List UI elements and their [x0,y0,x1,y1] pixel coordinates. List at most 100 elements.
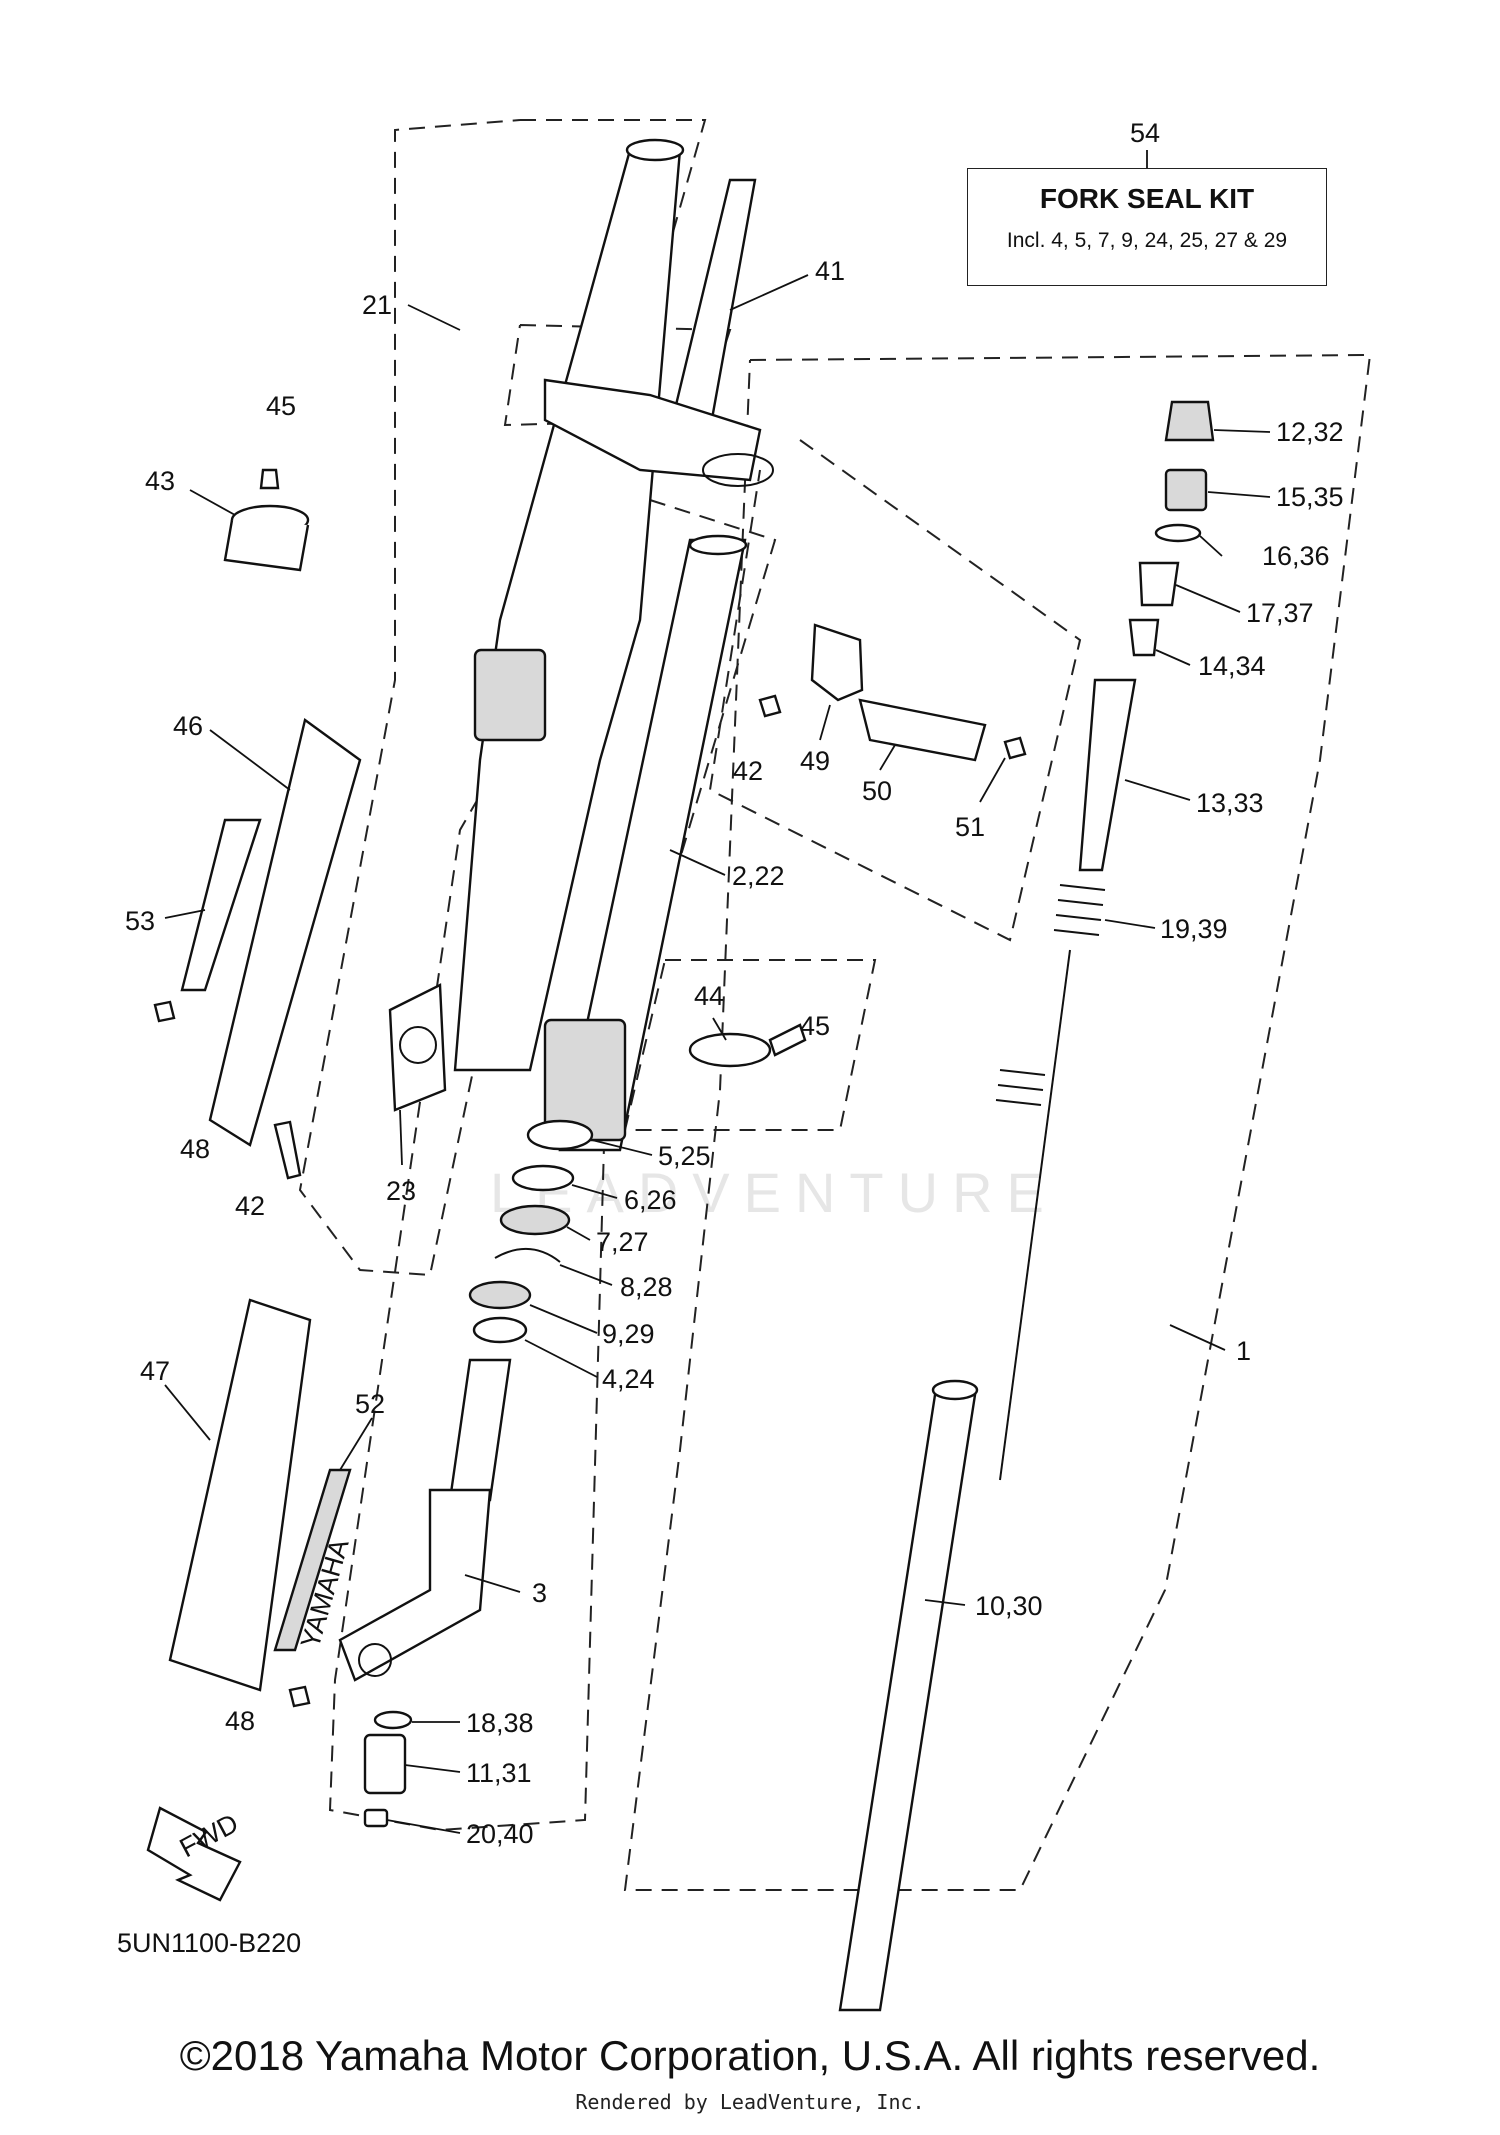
damper-rod [999,949,1071,1481]
leader-53 [164,909,206,919]
decal-52 [273,1468,352,1652]
leader-4 [524,1339,598,1378]
leader-52 [339,1417,373,1471]
label-21: 21 [362,290,392,320]
leader-19 [1104,919,1156,929]
leader-2 [669,849,726,876]
fork-guard-lower [168,1298,312,1692]
label-13-33: 13,33 [1196,788,1264,818]
bolt-51 [1003,736,1027,760]
clamp-43-tab [223,519,310,572]
label-52: 52 [355,1389,385,1419]
leader-47 [164,1384,211,1441]
slide-bushing [526,1119,594,1151]
label-20-40: 20,40 [466,1819,534,1849]
label-5-25: 5,25 [658,1141,711,1171]
washer-16 [1154,523,1202,543]
clamp-bore [702,453,774,487]
leader-1 [1169,1324,1226,1351]
label-12-32: 12,32 [1276,417,1344,447]
kit-title: FORK SEAL KIT [1039,183,1255,214]
clamp-44 [688,1032,772,1068]
leader-7 [566,1226,591,1241]
hose-guide [858,698,987,762]
spacer-17 [1138,561,1180,607]
cap-bolt [1164,400,1215,442]
label-11-31: 11,31 [466,1758,532,1788]
boundary-damper [623,353,1372,1891]
label-17-37: 17,37 [1246,598,1314,628]
base-washer [373,1710,413,1730]
leader-43 [189,489,236,516]
leader-41 [729,274,809,311]
label-49: 49 [800,746,830,776]
bolt-42-right [758,694,782,718]
label-6-26: 6,26 [624,1185,677,1215]
leader-49 [819,704,831,741]
leader-16 [1199,535,1223,557]
rebound-spring-guide [1078,678,1137,872]
leader-12 [1213,429,1271,433]
bolt-48-left [153,1000,176,1023]
lower-triple-clamp [543,378,762,482]
hose-bracket [810,623,864,702]
leader-17 [1175,584,1241,613]
fork-seal-kit-box: FORK SEAL KIT Incl. 4, 5, 7, 9, 24, 25, … [967,168,1327,286]
label-10-30: 10,30 [975,1591,1043,1621]
label-14-34: 14,34 [1198,651,1266,681]
leader-50 [879,744,896,771]
leader-46 [209,729,291,791]
label-44: 44 [694,981,724,1011]
leader-8 [559,1264,613,1286]
washer [511,1164,575,1192]
leader-5 [591,1139,653,1156]
bolt-45-left [259,468,280,490]
label-51: 51 [955,812,985,842]
label-1: 1 [1236,1336,1251,1366]
base-bolt [363,1808,389,1828]
label-46: 46 [173,711,203,741]
label-23: 23 [386,1176,416,1206]
label-4-24: 4,24 [602,1364,655,1394]
label-19-39: 19,39 [1160,914,1228,944]
leader-21 [407,304,461,331]
bolt-45-right [768,1023,807,1057]
oil-seal [499,1204,571,1236]
circlip [494,1247,561,1263]
label-48-left: 48 [180,1134,210,1164]
label-9-29: 9,29 [602,1319,655,1349]
boundary-outer-tube [298,119,707,1277]
leader-11 [404,1764,461,1773]
label-7-27: 7,27 [596,1227,649,1257]
leader-44 [712,1017,727,1041]
boundary-inner-tube [328,499,777,1832]
boundary-bracket [708,439,1082,942]
leader-6 [571,1184,618,1199]
label-8-28: 8,28 [620,1272,673,1302]
label-45-right: 45 [800,1011,830,1041]
slider-tube [448,1358,512,1502]
label-3: 3 [532,1578,547,1608]
dust-seal [468,1280,532,1310]
label-43: 43 [145,466,175,496]
watermark-text: LEADVENTURE [490,1161,1058,1224]
fork-guard-upper [208,717,362,1147]
copyright-text: ©2018 Yamaha Motor Corporation, U.S.A. A… [179,2032,1321,2079]
cartridge-tube [838,1393,977,2012]
boundary-clamp [623,959,877,1131]
label-42-left: 42 [235,1191,265,1221]
label-47: 47 [140,1356,170,1386]
outer-tube-guide [473,648,547,742]
bolt-48-lower [288,1685,311,1708]
label-50: 50 [862,776,892,806]
leader-10 [924,1599,966,1606]
leader-23 [399,1109,403,1166]
fork-exploded-diagram: YAMAHA FWD 21 41 54 12,32 15,35 16,36 17… [117,118,1372,2012]
label-42-right: 42 [733,756,763,786]
locknut-14 [1128,618,1160,657]
spring-lower [995,1069,1046,1106]
label-53: 53 [125,906,155,936]
label-18-38: 18,38 [466,1708,534,1738]
leader-9 [529,1304,598,1334]
leader-15 [1207,491,1271,498]
